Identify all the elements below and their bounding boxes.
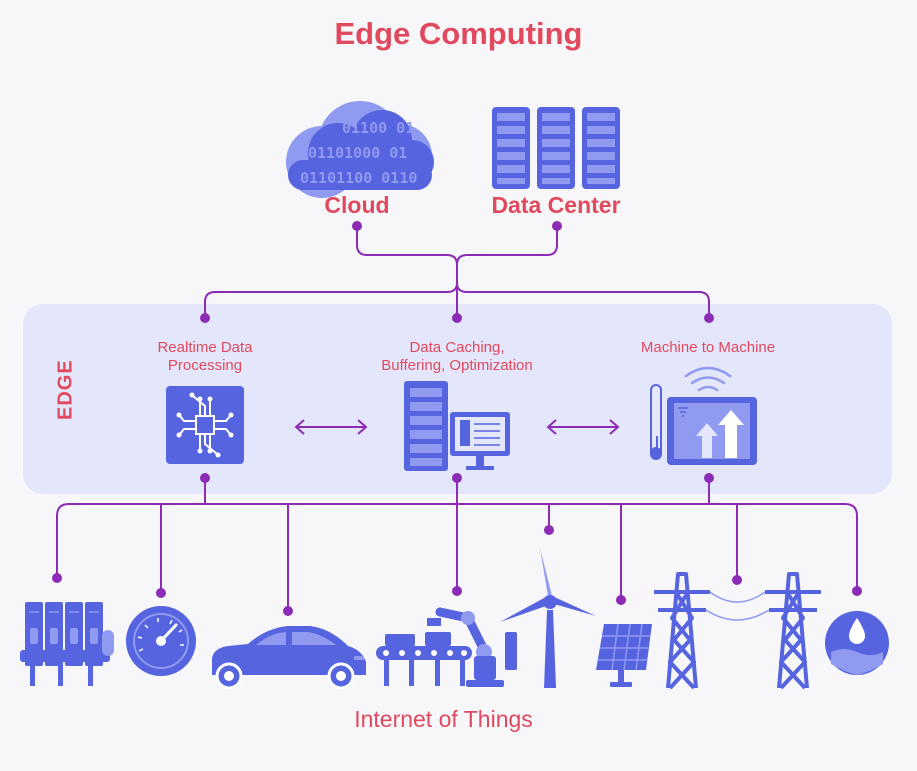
server-rack [582, 107, 620, 189]
double-arrow-right [546, 419, 620, 435]
edge-function-label-line: Machine to Machine [640, 339, 776, 356]
data-center-icon [492, 107, 620, 189]
cloud-binary-3: 01101100 0110 [300, 169, 417, 187]
cloud-label: Cloud [324, 192, 390, 218]
car-icon [212, 626, 366, 690]
power-lines-icon [654, 572, 821, 690]
page-title: Edge Computing [334, 16, 583, 51]
edge-function-label-line: Data Caching, [409, 339, 505, 356]
microchip-icon [166, 386, 244, 464]
cloud-icon: 01100 01 01101000 01 01101100 0110 [286, 101, 434, 198]
server-rack [537, 107, 575, 189]
solar-panel-icon [596, 623, 652, 687]
edge-function-label-line: Processing [167, 357, 243, 374]
cloud-binary-1: 01100 01 [342, 119, 414, 137]
edge-function-label: Realtime Data Processing [125, 339, 285, 375]
server-rack [492, 107, 530, 189]
cloud-binary-2: 01101000 01 [308, 144, 407, 162]
gauge-icon [126, 606, 196, 676]
data-center-label: Data Center [491, 192, 621, 218]
edge-label: EDGE [54, 359, 77, 420]
robotic-arm-conveyor-icon [376, 607, 517, 687]
double-arrow-left [294, 419, 368, 435]
server-monitor-icon [404, 381, 510, 471]
iot-label: Internet of Things [354, 706, 533, 732]
edge-panel [23, 304, 892, 494]
edge-function-label: Machine to Machine [618, 339, 798, 357]
edge-function-label: Data Caching, Buffering, Optimization [357, 339, 557, 375]
edge-function-label-line: Buffering, Optimization [381, 357, 533, 374]
connector-dots [52, 221, 862, 616]
edge-function-label-line: Realtime Data [157, 339, 253, 356]
m2m-tablet-icon [650, 366, 757, 465]
wind-turbine-icon [500, 548, 596, 688]
engine-icon [20, 602, 114, 686]
water-sensor-icon [825, 611, 889, 675]
